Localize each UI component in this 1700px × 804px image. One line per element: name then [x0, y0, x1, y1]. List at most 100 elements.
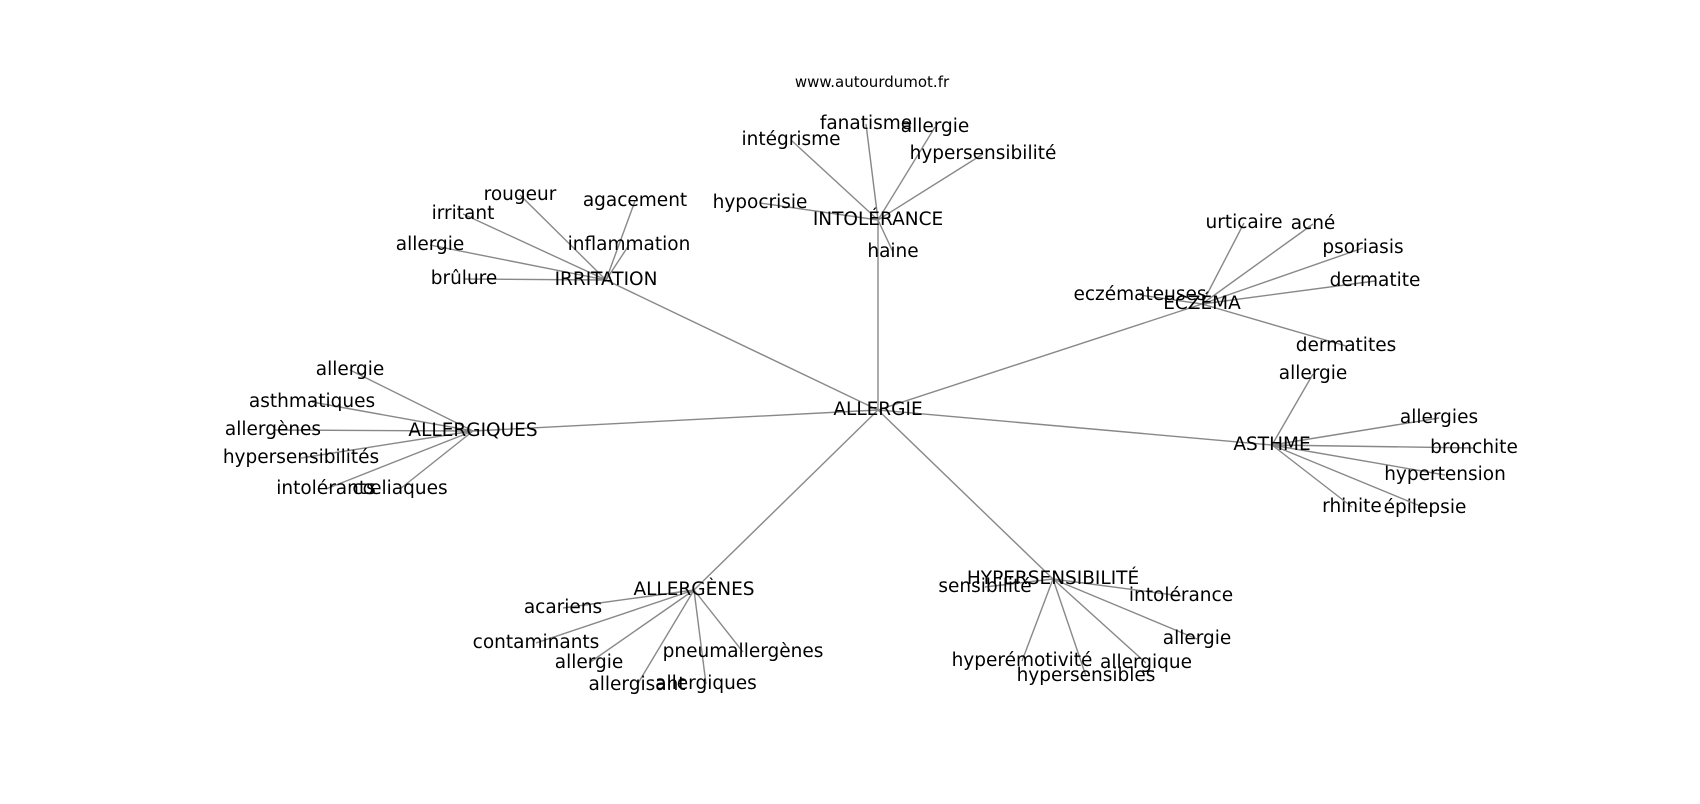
- edge-irritation-leaf-5: [463, 278, 607, 281]
- edge-root-asthme: [877, 409, 1273, 446]
- leaf-node-irritation-3[interactable]: inflammation: [567, 233, 691, 255]
- hub-node-eczema[interactable]: ECZÉMA: [1163, 292, 1241, 314]
- leaf-node-hypersensibilite-4[interactable]: allergique: [1099, 651, 1193, 673]
- edge-allergenes-leaf-4: [636, 589, 695, 686]
- edge-intolerance-leaf-4: [759, 202, 879, 221]
- leaf-node-irritation-2[interactable]: irritant: [431, 202, 495, 224]
- edge-eczema-leaf-4: [1139, 294, 1203, 305]
- leaf-node-allergenes-3[interactable]: pneumallergènes: [662, 640, 824, 662]
- leaf-node-asthme-0[interactable]: allergie: [1278, 362, 1348, 384]
- edge-hypersensibilite-leaf-3: [1021, 578, 1054, 662]
- edge-allergenes-leaf-2: [588, 589, 695, 664]
- edge-allergiques-leaf-3: [300, 430, 474, 459]
- edge-intolerance-leaf-1: [877, 126, 936, 221]
- hub-node-allergenes[interactable]: ALLERGÈNES: [633, 578, 755, 600]
- leaf-node-hypersensibilite-3[interactable]: hyperémotivité: [951, 649, 1093, 671]
- leaf-node-intolerance-0[interactable]: fanatisme: [819, 112, 913, 134]
- hub-node-intolerance[interactable]: INTOLÉRANCE: [812, 208, 944, 230]
- leaf-node-intolerance-2[interactable]: intégrisme: [741, 128, 841, 150]
- edge-irritation-leaf-1: [605, 200, 636, 281]
- edge-hypersensibilite-leaf-0: [984, 578, 1054, 588]
- root-node-label[interactable]: ALLERGIE: [833, 398, 923, 420]
- leaf-node-allergenes-1[interactable]: contaminants: [472, 631, 600, 653]
- edge-allergenes-leaf-5: [693, 589, 707, 685]
- edge-allergenes-leaf-3: [693, 589, 744, 653]
- edge-eczema-leaf-2: [1201, 247, 1364, 305]
- edge-root-hypersensibilite: [877, 409, 1054, 580]
- leaf-node-allergiques-1[interactable]: asthmatiques: [248, 390, 376, 412]
- leaf-node-allergenes-5[interactable]: allergiques: [655, 672, 757, 694]
- edge-asthme-leaf-5: [1271, 444, 1426, 509]
- leaf-node-hypersensibilite-1[interactable]: intolérance: [1128, 584, 1234, 606]
- leaf-node-intolerance-5[interactable]: haine: [867, 240, 919, 262]
- leaf-node-eczema-2[interactable]: psoriasis: [1322, 236, 1404, 258]
- edge-allergenes-leaf-0: [562, 589, 695, 609]
- edge-root-allergiques: [472, 409, 879, 432]
- edge-asthme-leaf-2: [1271, 444, 1475, 449]
- edge-allergiques-leaf-2: [272, 429, 474, 432]
- edge-intolerance-leaf-0: [865, 123, 879, 221]
- edge-allergiques-leaf-5: [399, 430, 474, 490]
- edge-root-irritation: [605, 279, 879, 411]
- edge-allergiques-leaf-1: [311, 401, 474, 432]
- website-watermark: www.autourdumot.fr: [794, 73, 950, 91]
- leaf-node-intolerance-3[interactable]: hypersensibilité: [909, 142, 1057, 164]
- edge-irritation-leaf-4: [429, 244, 607, 281]
- edge-irritation-leaf-3: [605, 244, 630, 281]
- leaf-node-asthme-3[interactable]: hypertension: [1384, 463, 1506, 485]
- edge-asthme-leaf-4: [1271, 444, 1353, 508]
- hub-node-asthme[interactable]: ASTHME: [1233, 433, 1311, 455]
- leaf-node-irritation-4[interactable]: allergie: [395, 233, 465, 255]
- leaf-node-hypersensibilite-0[interactable]: sensibilité: [938, 575, 1032, 597]
- edge-intolerance-leaf-5: [877, 219, 894, 253]
- leaf-node-allergiques-2[interactable]: allergènes: [224, 418, 322, 440]
- edge-irritation-leaf-0: [519, 194, 607, 281]
- leaf-node-eczema-0[interactable]: urticaire: [1205, 211, 1283, 233]
- edge-eczema-leaf-5: [1201, 303, 1347, 347]
- hub-node-hypersensibilite[interactable]: HYPERSENSIBILITÉ: [966, 567, 1140, 589]
- edge-eczema-leaf-1: [1201, 223, 1314, 305]
- leaf-node-asthme-4[interactable]: rhinite: [1322, 495, 1382, 517]
- edge-hypersensibilite-leaf-2: [1052, 578, 1198, 640]
- edge-hypersensibilite-leaf-1: [1052, 578, 1182, 597]
- edge-hypersensibilite-leaf-4: [1052, 578, 1147, 664]
- leaf-node-asthme-1[interactable]: allergies: [1399, 406, 1479, 428]
- edge-asthme-leaf-3: [1271, 444, 1446, 476]
- hub-node-irritation[interactable]: IRRITATION: [554, 268, 658, 290]
- edge-asthme-leaf-1: [1271, 417, 1440, 446]
- edge-allergiques-leaf-0: [349, 369, 474, 432]
- leaf-node-irritation-0[interactable]: rougeur: [483, 183, 557, 205]
- edge-allergenes-leaf-1: [535, 589, 695, 644]
- leaf-node-allergiques-4[interactable]: intolérants: [276, 477, 376, 499]
- leaf-node-allergiques-5[interactable]: cœliaques: [352, 477, 448, 499]
- leaf-node-asthme-2[interactable]: bronchite: [1430, 436, 1518, 458]
- hub-node-allergiques[interactable]: ALLERGIQUES: [408, 419, 538, 441]
- leaf-node-allergiques-0[interactable]: allergie: [315, 358, 385, 380]
- leaf-node-allergiques-3[interactable]: hypersensibilités: [222, 446, 380, 468]
- leaf-node-irritation-5[interactable]: brûlure: [430, 267, 498, 289]
- leaf-node-eczema-5[interactable]: dermatites: [1295, 334, 1397, 356]
- leaf-node-allergenes-0[interactable]: acariens: [523, 596, 603, 618]
- leaf-node-intolerance-1[interactable]: allergie: [900, 115, 970, 137]
- edge-intolerance-leaf-2: [790, 139, 879, 221]
- edge-allergiques-leaf-4: [325, 430, 474, 490]
- edge-irritation-leaf-2: [462, 213, 607, 281]
- leaf-node-allergenes-2[interactable]: allergie: [554, 651, 624, 673]
- leaf-node-intolerance-4[interactable]: hypocrisie: [712, 191, 808, 213]
- leaf-node-irritation-1[interactable]: agacement: [582, 189, 688, 211]
- edge-eczema-leaf-0: [1201, 222, 1245, 305]
- edge-root-allergenes: [693, 409, 879, 591]
- edge-hypersensibilite-leaf-5: [1052, 578, 1087, 677]
- edge-eczema-leaf-3: [1201, 280, 1376, 305]
- leaf-node-eczema-1[interactable]: acné: [1290, 212, 1336, 234]
- edge-intolerance-leaf-3: [877, 153, 984, 221]
- edge-asthme-leaf-0: [1271, 373, 1314, 446]
- leaf-node-hypersensibilite-2[interactable]: allergie: [1162, 627, 1232, 649]
- leaf-node-allergenes-4[interactable]: allergisant: [588, 673, 686, 695]
- leaf-node-eczema-4[interactable]: eczémateuses: [1073, 283, 1207, 305]
- edge-root-eczema: [877, 303, 1203, 411]
- leaf-node-hypersensibilite-5[interactable]: hypersensibles: [1016, 664, 1156, 686]
- leaf-node-asthme-5[interactable]: épilepsie: [1383, 496, 1467, 518]
- leaf-node-eczema-3[interactable]: dermatite: [1329, 269, 1421, 291]
